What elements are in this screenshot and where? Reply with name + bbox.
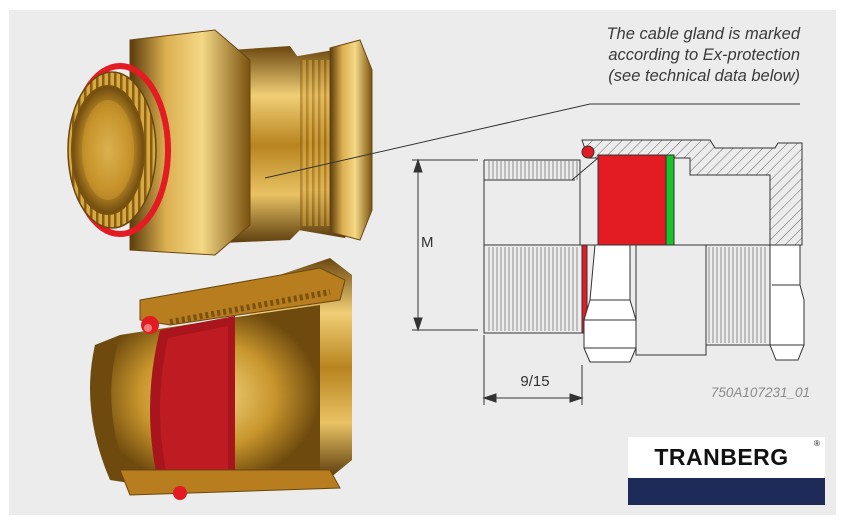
ex-marking-callout: The cable gland is marked according to E… (606, 25, 800, 85)
drawing-part-number: 750A107231_01 (710, 385, 810, 400)
registered-mark: ® (814, 439, 820, 448)
gland-3d-cutaway (90, 258, 352, 500)
section-drawing (412, 139, 805, 405)
dimension-thread-length-label: 9/15 (520, 373, 550, 390)
logo-brand-text: TRANBERG (654, 444, 789, 470)
logo-bottom-band (628, 478, 825, 505)
dimension-m-label: M (421, 234, 434, 251)
tranberg-logo: TRANBERG ® (628, 437, 825, 505)
callout-leader (264, 103, 800, 179)
gland-3d-assembled (67, 29, 373, 256)
logo-top-band: TRANBERG ® (628, 437, 825, 478)
